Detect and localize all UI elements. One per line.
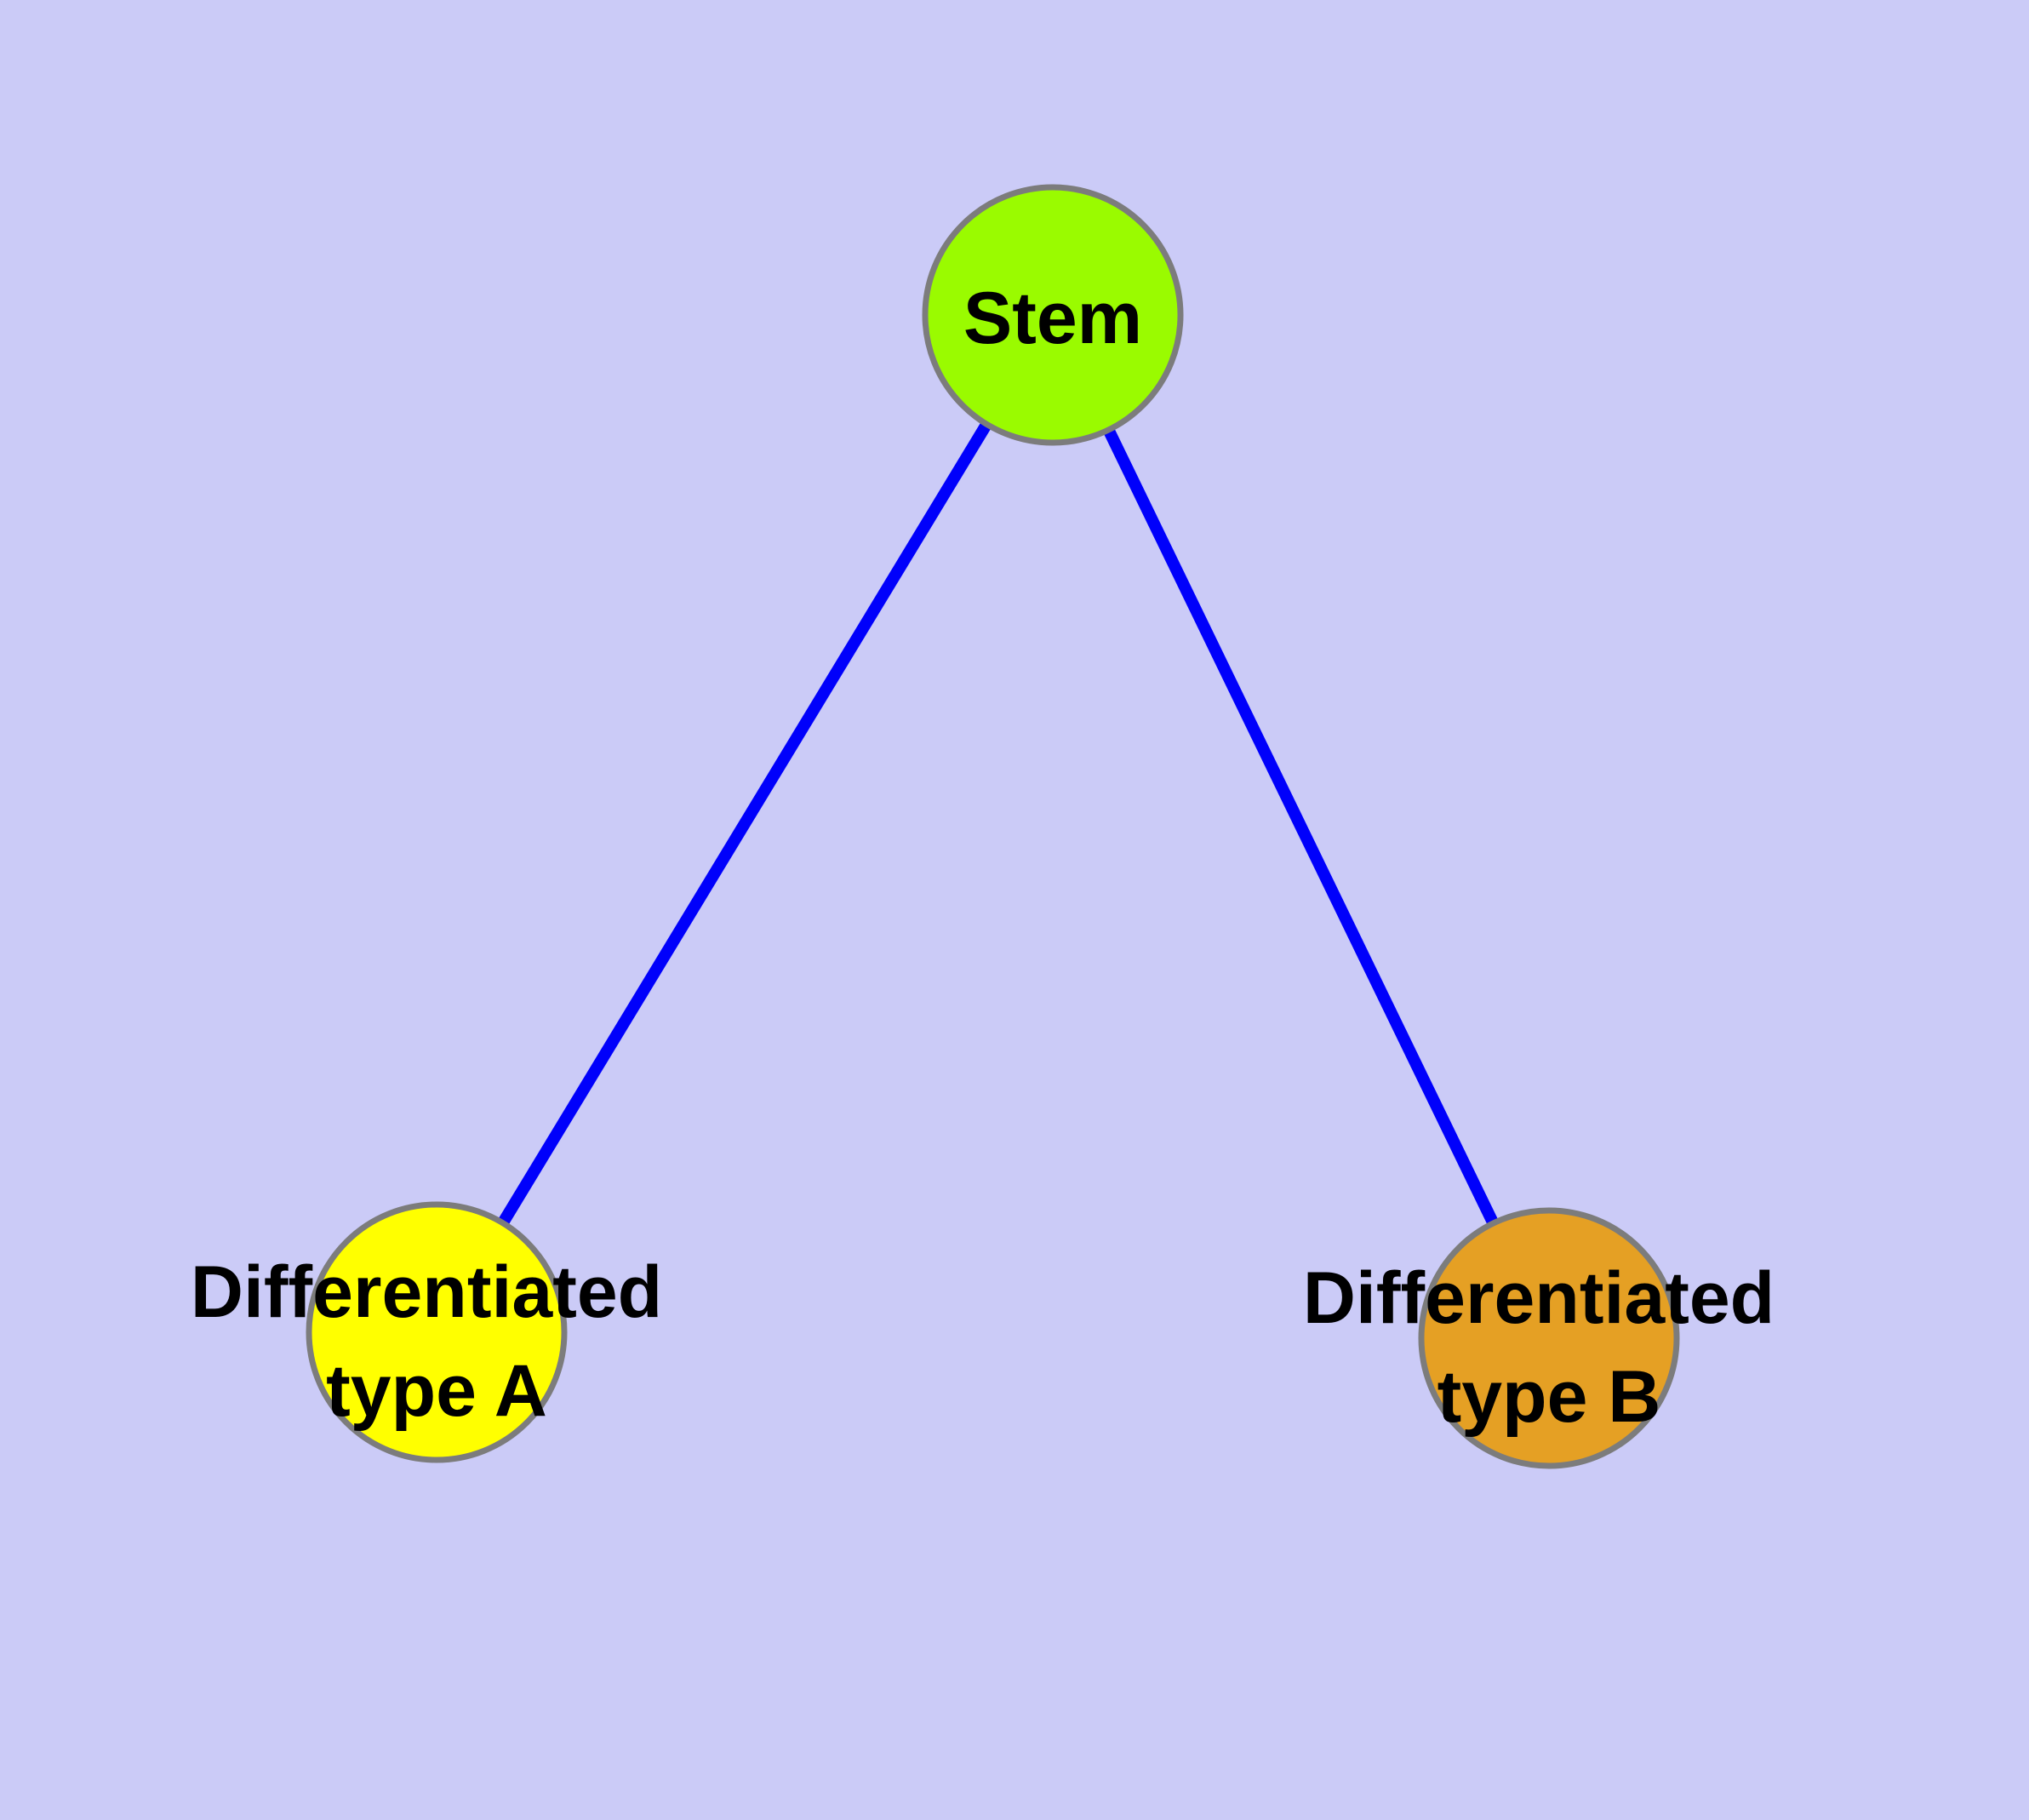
node-stem-circle — [922, 184, 1184, 446]
node-type-b-circle — [1418, 1207, 1680, 1469]
node-type-a-circle — [306, 1201, 568, 1463]
node-type-b-label-line1: Differentiated — [1303, 1257, 1775, 1339]
node-type-b-label: Differentiated type B — [1303, 1257, 1795, 1438]
node-type-a-label: Differentiated type A — [191, 1251, 683, 1432]
node-stem-label: Stem — [963, 278, 1142, 359]
node-type-b-label-line2: type B — [1437, 1356, 1661, 1438]
edge-stem-to-type-b — [1047, 312, 1555, 1342]
edge-stem-to-type-a — [432, 312, 1058, 1336]
node-type-a-label-line2: type A — [326, 1350, 547, 1432]
node-type-a-label-line1: Differentiated — [191, 1251, 662, 1333]
